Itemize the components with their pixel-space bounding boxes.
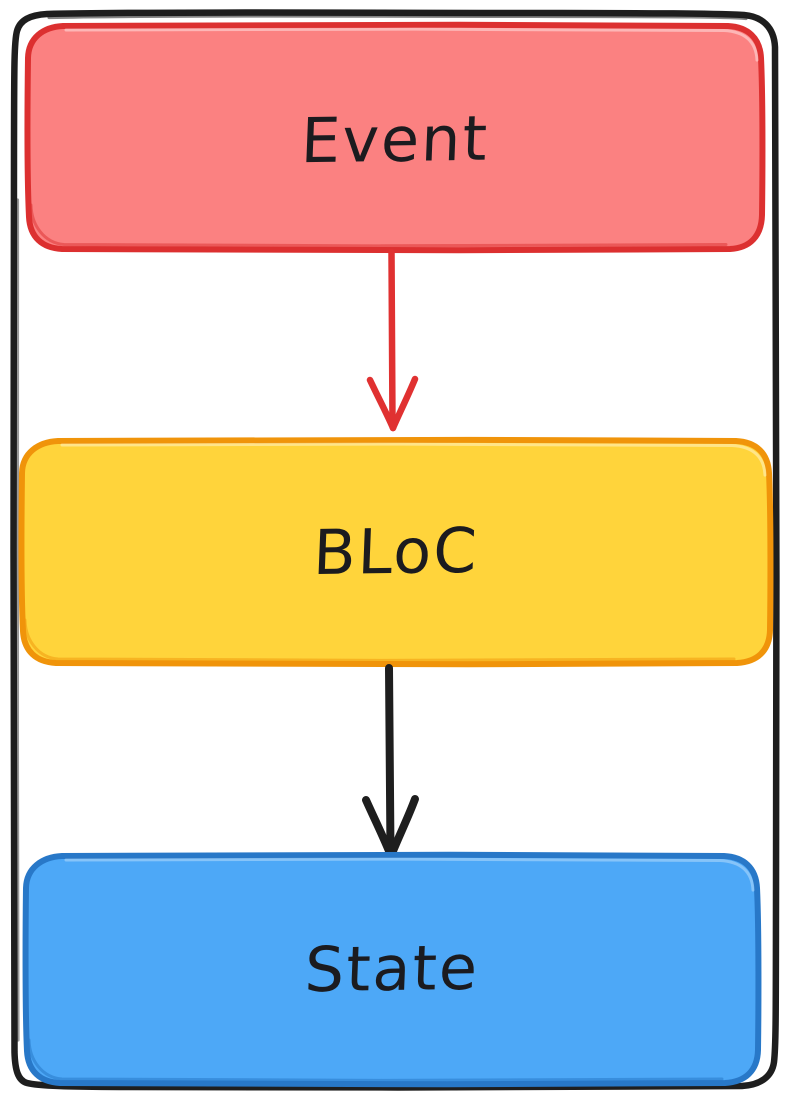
node-label-bloc: BLoC [17,435,774,667]
edge-event-to-bloc [366,248,419,432]
node-label-event-text: Event [299,101,491,177]
node-label-bloc-text: BLoC [311,513,481,589]
edge-bloc-to-state [362,664,419,860]
outer-frame [10,9,780,1091]
node-label-state: State [22,850,761,1087]
node-event[interactable] [24,21,766,254]
node-state[interactable] [22,851,762,1088]
node-bloc[interactable] [18,436,774,668]
node-label-event: Event [20,23,769,255]
node-label-state-text: State [303,930,481,1007]
